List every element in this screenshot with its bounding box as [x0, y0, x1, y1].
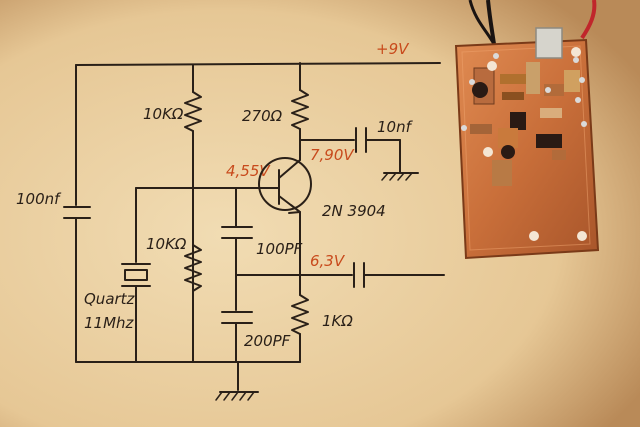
- c-supply-label: 100nf: [16, 190, 62, 208]
- mount-hole-2: [571, 47, 581, 57]
- resistor-icon: [291, 89, 309, 130]
- npn-transistor-icon: [258, 157, 312, 214]
- mount-hole-5: [577, 231, 587, 241]
- cfb-top-label: 100PF: [256, 240, 303, 258]
- crystal-label-2: 11Mhz: [84, 314, 135, 332]
- resistor-icon: [291, 294, 309, 335]
- mount-hole: [487, 61, 497, 71]
- supply-label: +9V: [376, 40, 410, 58]
- crystal-label-1: Quartz: [84, 290, 136, 308]
- base-voltage: 4,55V: [226, 162, 271, 180]
- wire-black-2: [468, 0, 496, 45]
- rb-bottom-label: 10KΩ: [146, 235, 187, 253]
- resistor-icon: [184, 244, 202, 292]
- collector-voltage: 7,90V: [310, 146, 355, 164]
- pcb-board: [454, 0, 600, 260]
- resistor-icon: [184, 91, 202, 132]
- wire-red: [580, 0, 597, 40]
- rb-top-label: 10KΩ: [143, 105, 184, 123]
- ground-icon: [215, 391, 259, 401]
- transistor-label: 2N 3904: [322, 202, 386, 220]
- c-out-label: 10nf: [377, 118, 414, 136]
- crystal-can: [535, 27, 563, 59]
- mount-hole-3: [483, 147, 493, 157]
- mount-hole-4: [529, 231, 539, 241]
- re-label: 1KΩ: [322, 312, 353, 330]
- solder-pads: [461, 53, 587, 131]
- schematic: +9V 100nf 10KΩ 10KΩ 4,55V: [16, 40, 445, 401]
- ground-icon: [381, 172, 419, 181]
- supply-rail: [75, 62, 441, 66]
- rc-label: 270Ω: [242, 107, 283, 125]
- cfb-bottom-label: 200PF: [244, 332, 291, 350]
- emitter-voltage: 6,3V: [310, 252, 346, 270]
